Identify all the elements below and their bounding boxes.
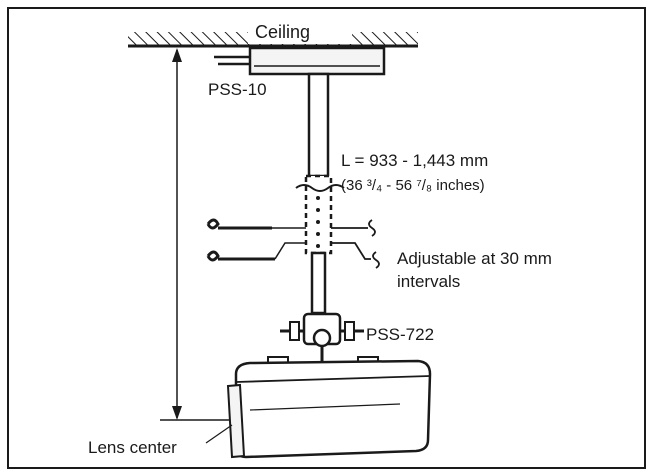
length-inches-label: (36 ³/₄ - 56 ⁷/₈ inches): [341, 177, 485, 194]
ceiling: Ceiling: [128, 22, 418, 48]
projector-lens-face: [226, 383, 246, 459]
adjustable-label-intervals: intervals: [397, 272, 460, 291]
pss10-plate: [248, 46, 386, 76]
lens-center-callout: Lens center: [88, 424, 233, 457]
pole-break-mark: [295, 184, 345, 192]
ceiling-label: Ceiling: [255, 22, 310, 42]
bracket-bolt-right: [344, 321, 355, 341]
pole: [295, 72, 345, 315]
bracket-bolt-left: [289, 321, 300, 341]
lens-center-leader: [205, 424, 233, 444]
clip-upper-icon: [331, 219, 376, 237]
bracket-pivot: [312, 328, 332, 348]
adjustable-callout: Adjustable at 30 mm intervals: [397, 249, 552, 291]
pin-lower-wire: [274, 242, 306, 260]
height-dimension-line: [160, 48, 235, 421]
pole-lower: [310, 251, 327, 315]
adjustable-label: Adjustable at 30 mm: [397, 249, 552, 268]
adjustment-hole: [316, 220, 320, 224]
pss722-label: PSS-722: [366, 325, 434, 344]
ceiling-label-bg: [248, 22, 352, 44]
clip-lower-icon: [331, 242, 380, 269]
adjustment-hole: [316, 208, 320, 212]
adjustment-hole: [316, 196, 320, 200]
length-callout: L = 933 - 1,443 mm (36 ³/₄ - 56 ⁷/₈ inch…: [341, 151, 488, 194]
length-mm-label: L = 933 - 1,443 mm: [341, 151, 488, 170]
pin-lower-icon: [206, 250, 275, 262]
dimension-arrow-bottom-icon: [172, 406, 182, 420]
adjustment-hole: [316, 232, 320, 236]
pole-upper: [307, 72, 330, 178]
projector-side-line: [249, 403, 401, 411]
adjustment-pins: [206, 218, 380, 269]
pss10-ceiling-plate: PSS-10: [208, 46, 386, 99]
lens-center-label: Lens center: [88, 438, 177, 457]
projector-top-edge: [235, 375, 431, 383]
projector: [226, 356, 432, 459]
pin-upper-icon: [206, 218, 272, 230]
diagram-border: [7, 7, 646, 469]
pss722-bracket: PSS-722: [280, 312, 434, 362]
dimension-arrow-top-icon: [172, 48, 182, 62]
adjustment-hole: [316, 244, 320, 248]
pss10-label: PSS-10: [208, 80, 267, 99]
